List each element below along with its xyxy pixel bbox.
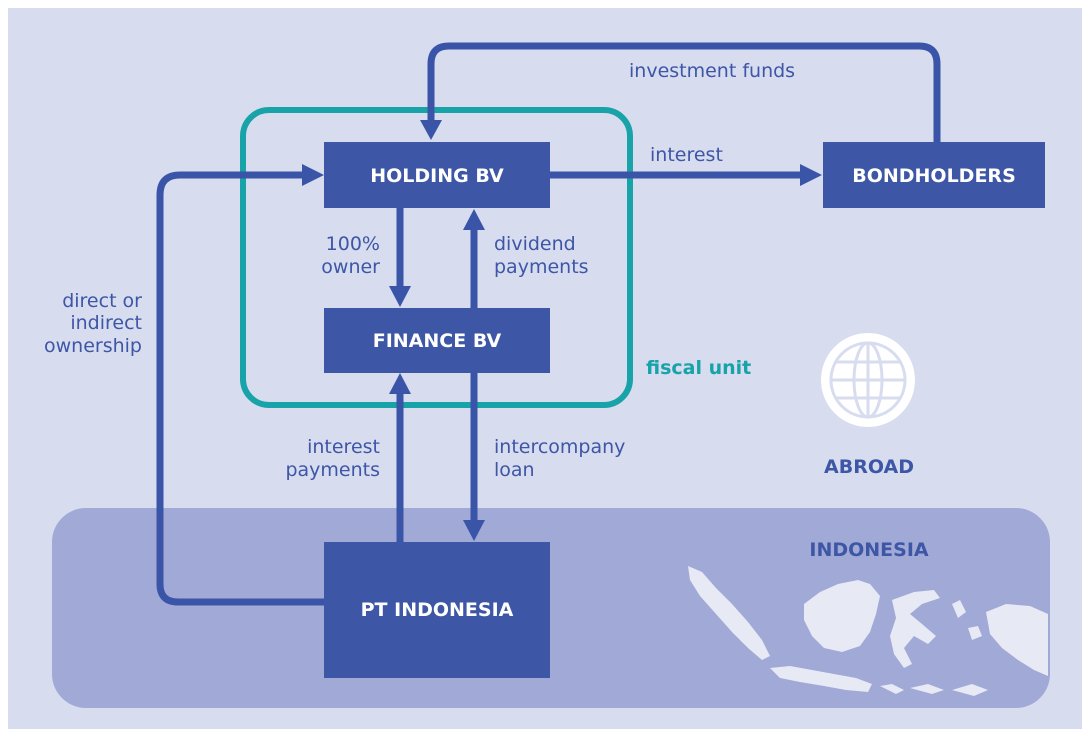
- intercompany-loan-arrowhead: [463, 520, 485, 541]
- dividend-label-line2: payments: [494, 256, 589, 278]
- interest-label: interest: [650, 144, 723, 166]
- fiscal-unit-label: fiscal unit: [646, 357, 751, 379]
- ownership-label-line1: direct or: [62, 290, 142, 312]
- ownership-label-line3: ownership: [44, 335, 142, 357]
- ownership-arrow: [156, 171, 324, 606]
- globe-icon: [821, 333, 915, 427]
- indonesia-label: INDONESIA: [809, 539, 929, 561]
- ownership-label-line2: indirect: [70, 312, 142, 334]
- holding-bv-node: HOLDING BV: [324, 142, 550, 208]
- interest-payments-label-line2: payments: [285, 459, 380, 481]
- bondholders-node: BONDHOLDERS: [823, 142, 1045, 208]
- investment-funds-label: investment funds: [629, 60, 795, 82]
- owner-arrowhead: [389, 286, 411, 307]
- owner-label-line2: owner: [321, 256, 380, 278]
- abroad-label: ABROAD: [824, 456, 914, 478]
- pt-indonesia-label: PT INDONESIA: [361, 599, 514, 621]
- holding-bv-label: HOLDING BV: [370, 165, 504, 187]
- investment-funds-arrow: [427, 42, 941, 142]
- interest-payments-label-line1: interest: [307, 436, 380, 458]
- interest-arrowhead: [800, 164, 822, 186]
- indonesia-region: [52, 508, 1050, 708]
- dividend-arrowhead: [463, 209, 485, 230]
- pt-indonesia-node: PT INDONESIA: [324, 542, 550, 678]
- indonesia-map-icon: [688, 566, 1048, 696]
- bondholders-label: BONDHOLDERS: [852, 165, 1016, 187]
- fiscal-unit-border: [240, 107, 633, 408]
- owner-label-line1: 100%: [326, 233, 380, 255]
- investment-funds-arrowhead: [420, 120, 442, 140]
- finance-bv-label: FINANCE BV: [373, 330, 502, 352]
- finance-bv-node: FINANCE BV: [324, 308, 550, 373]
- intercompany-label-line1: intercompany: [494, 436, 625, 458]
- dividend-label-line1: dividend: [494, 233, 576, 255]
- intercompany-label-line2: loan: [494, 459, 535, 481]
- ownership-arrowhead: [302, 164, 324, 186]
- interest-payments-arrowhead: [389, 373, 411, 394]
